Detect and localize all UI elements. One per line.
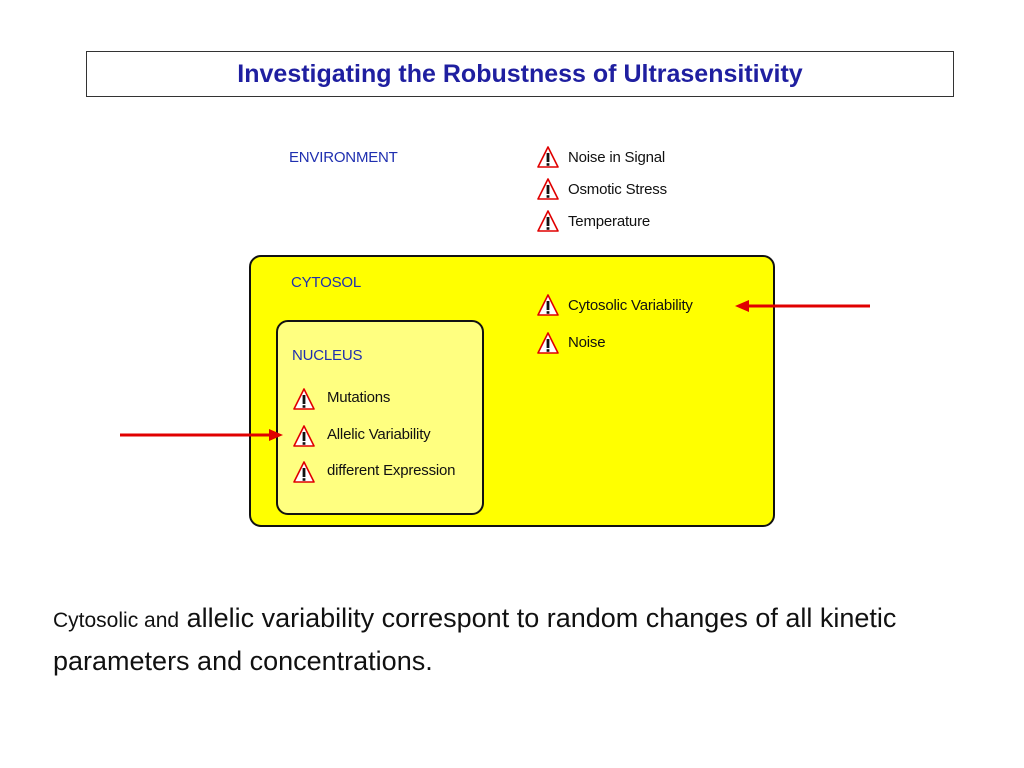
nucleus-item-mutations: Mutations [327,389,391,406]
cytosol-item-noise: Noise [568,334,606,351]
arrow-to-cytosolic-variability [735,300,870,312]
warning-icon [537,210,559,232]
environment-item-osmotic-stress: Osmotic Stress [568,181,667,198]
warning-icon [293,461,315,483]
nucleus-item-different-expression: different Expression [327,462,456,479]
arrow-to-allelic-variability [120,429,283,441]
environment-label: ENVIRONMENT [289,149,398,166]
nucleus-item-allelic-variability: Allelic Variability [327,426,431,443]
page-title: Investigating the Robustness of Ultrasen… [237,59,803,88]
caption-main-text: allelic variability correspont to random… [53,603,897,676]
caption: Cytosolic and allelic variability corres… [53,598,983,681]
warning-icon [537,178,559,200]
environment-item-noise-in-signal: Noise in Signal [568,149,666,166]
title-box: Investigating the Robustness of Ultrasen… [86,51,954,97]
cytosol-label: CYTOSOL [291,274,362,291]
nucleus-label: NUCLEUS [292,347,363,364]
warning-icon [293,425,315,447]
warning-icon [537,294,559,316]
warning-icon [293,388,315,410]
warning-icon [537,332,559,354]
warning-icon [537,146,559,168]
caption-small-text: Cytosolic and [53,609,180,632]
cytosol-item-cytosolic-variability: Cytosolic Variability [568,297,693,314]
environment-item-temperature: Temperature [568,213,651,230]
